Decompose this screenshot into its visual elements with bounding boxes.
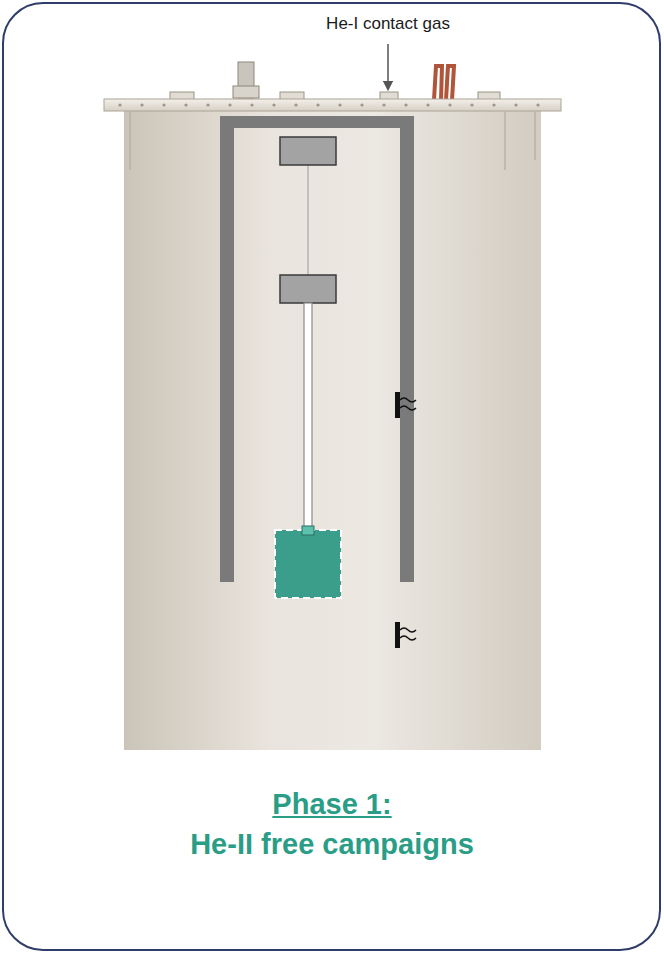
cryostat-vessel: [124, 108, 541, 750]
flange-bolt: [250, 103, 253, 106]
flange-bolt: [272, 103, 275, 106]
heater-symbol: [395, 392, 416, 418]
top-flange: [104, 99, 561, 111]
current-leads: [434, 66, 454, 100]
flange-bolt: [316, 103, 319, 106]
panel-frame: [3, 3, 660, 950]
phase-caption: He-II free campaigns: [190, 828, 474, 861]
text-slot: He-II free campaigns: [190, 828, 474, 861]
flange-bolt: [536, 103, 539, 106]
flange-bolt: [470, 103, 473, 106]
text-slot: Phase 1:: [272, 788, 391, 821]
sample-rod: [304, 303, 312, 529]
phase-title: Phase 1:: [272, 788, 391, 821]
inner-support-frame: [220, 116, 414, 582]
flange-bolt: [382, 103, 385, 106]
flange-bolt: [404, 103, 407, 106]
flange-bolt: [426, 103, 429, 106]
flange-bolt: [514, 103, 517, 106]
lower-block: [280, 275, 336, 303]
flange-bolt: [184, 103, 187, 106]
flange-bolt: [228, 103, 231, 106]
annotation-label: He-I contact gas: [326, 14, 450, 34]
sample-volume: [275, 530, 341, 598]
flange-bolt: [294, 103, 297, 106]
flange-bolt: [162, 103, 165, 106]
flange-bolt: [360, 103, 363, 106]
gas-inlet-arrow: [387, 44, 389, 86]
upper-block: [280, 137, 336, 165]
flange-bolt: [338, 103, 341, 106]
flange-bolt: [140, 103, 143, 106]
flange-bolts: [118, 103, 539, 106]
vessel-strakes: [130, 112, 535, 170]
flange-bolt: [118, 103, 121, 106]
top-feedthrough: [233, 86, 259, 98]
flange-bolt: [448, 103, 451, 106]
flange-bolt: [492, 103, 495, 106]
heater-symbol: [395, 622, 416, 648]
sample-connector: [302, 526, 314, 535]
flange-bolt: [206, 103, 209, 106]
text-slot: He-I contact gas: [326, 14, 450, 34]
suspension-wire: [308, 165, 309, 275]
